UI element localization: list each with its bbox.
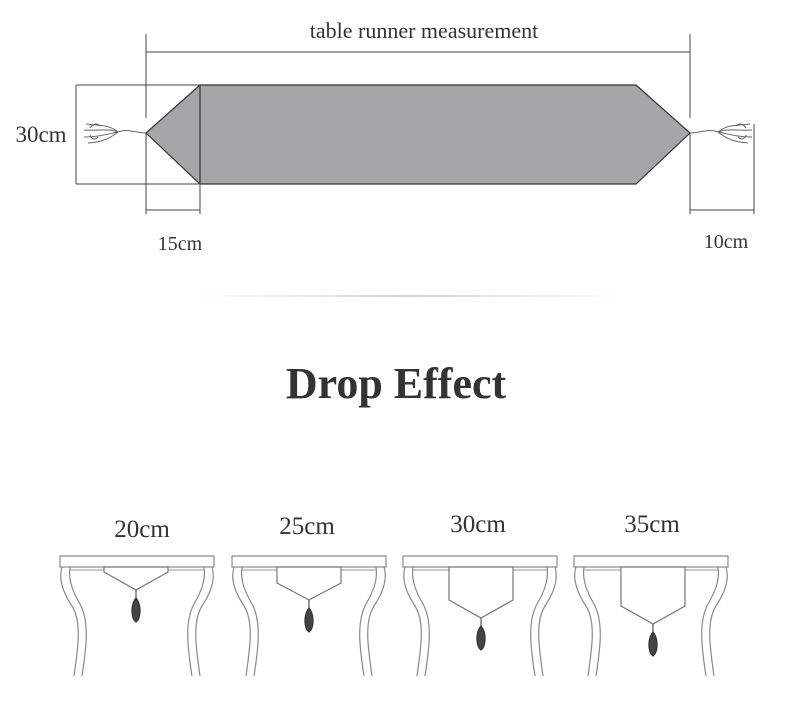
drop-option-label: 35cm — [624, 511, 680, 538]
table-runner-shape — [145, 84, 691, 185]
tassel-icon — [304, 607, 314, 633]
tassel-icon — [476, 625, 486, 651]
point-length-label: 15cm — [158, 233, 203, 255]
runner-measurement-section: table runner measurement 30cm — [15, 18, 755, 255]
drop-option-label: 20cm — [114, 516, 170, 543]
length-label: table runner measurement — [310, 18, 538, 43]
drop-effect-title: Drop Effect — [286, 359, 507, 408]
tassel-length-label: 10cm — [704, 231, 749, 253]
runner-drop-shape — [448, 566, 514, 619]
table-illustration — [402, 555, 558, 677]
runner-drop-shape — [103, 566, 169, 591]
drop-option-label: 25cm — [279, 513, 335, 540]
left-tassel-icon — [83, 123, 147, 144]
table-illustration — [59, 555, 215, 677]
section-divider — [190, 295, 630, 297]
right-tassel-icon — [689, 123, 753, 144]
tassel-icon — [648, 631, 658, 657]
runner-drop-shape — [276, 566, 342, 601]
runner-drop-shape — [620, 566, 686, 625]
drop-option-label: 30cm — [450, 511, 506, 538]
table-illustration — [231, 555, 387, 677]
width-label: 30cm — [15, 122, 66, 147]
tassel-icon — [131, 597, 141, 623]
table-illustration — [573, 555, 729, 677]
